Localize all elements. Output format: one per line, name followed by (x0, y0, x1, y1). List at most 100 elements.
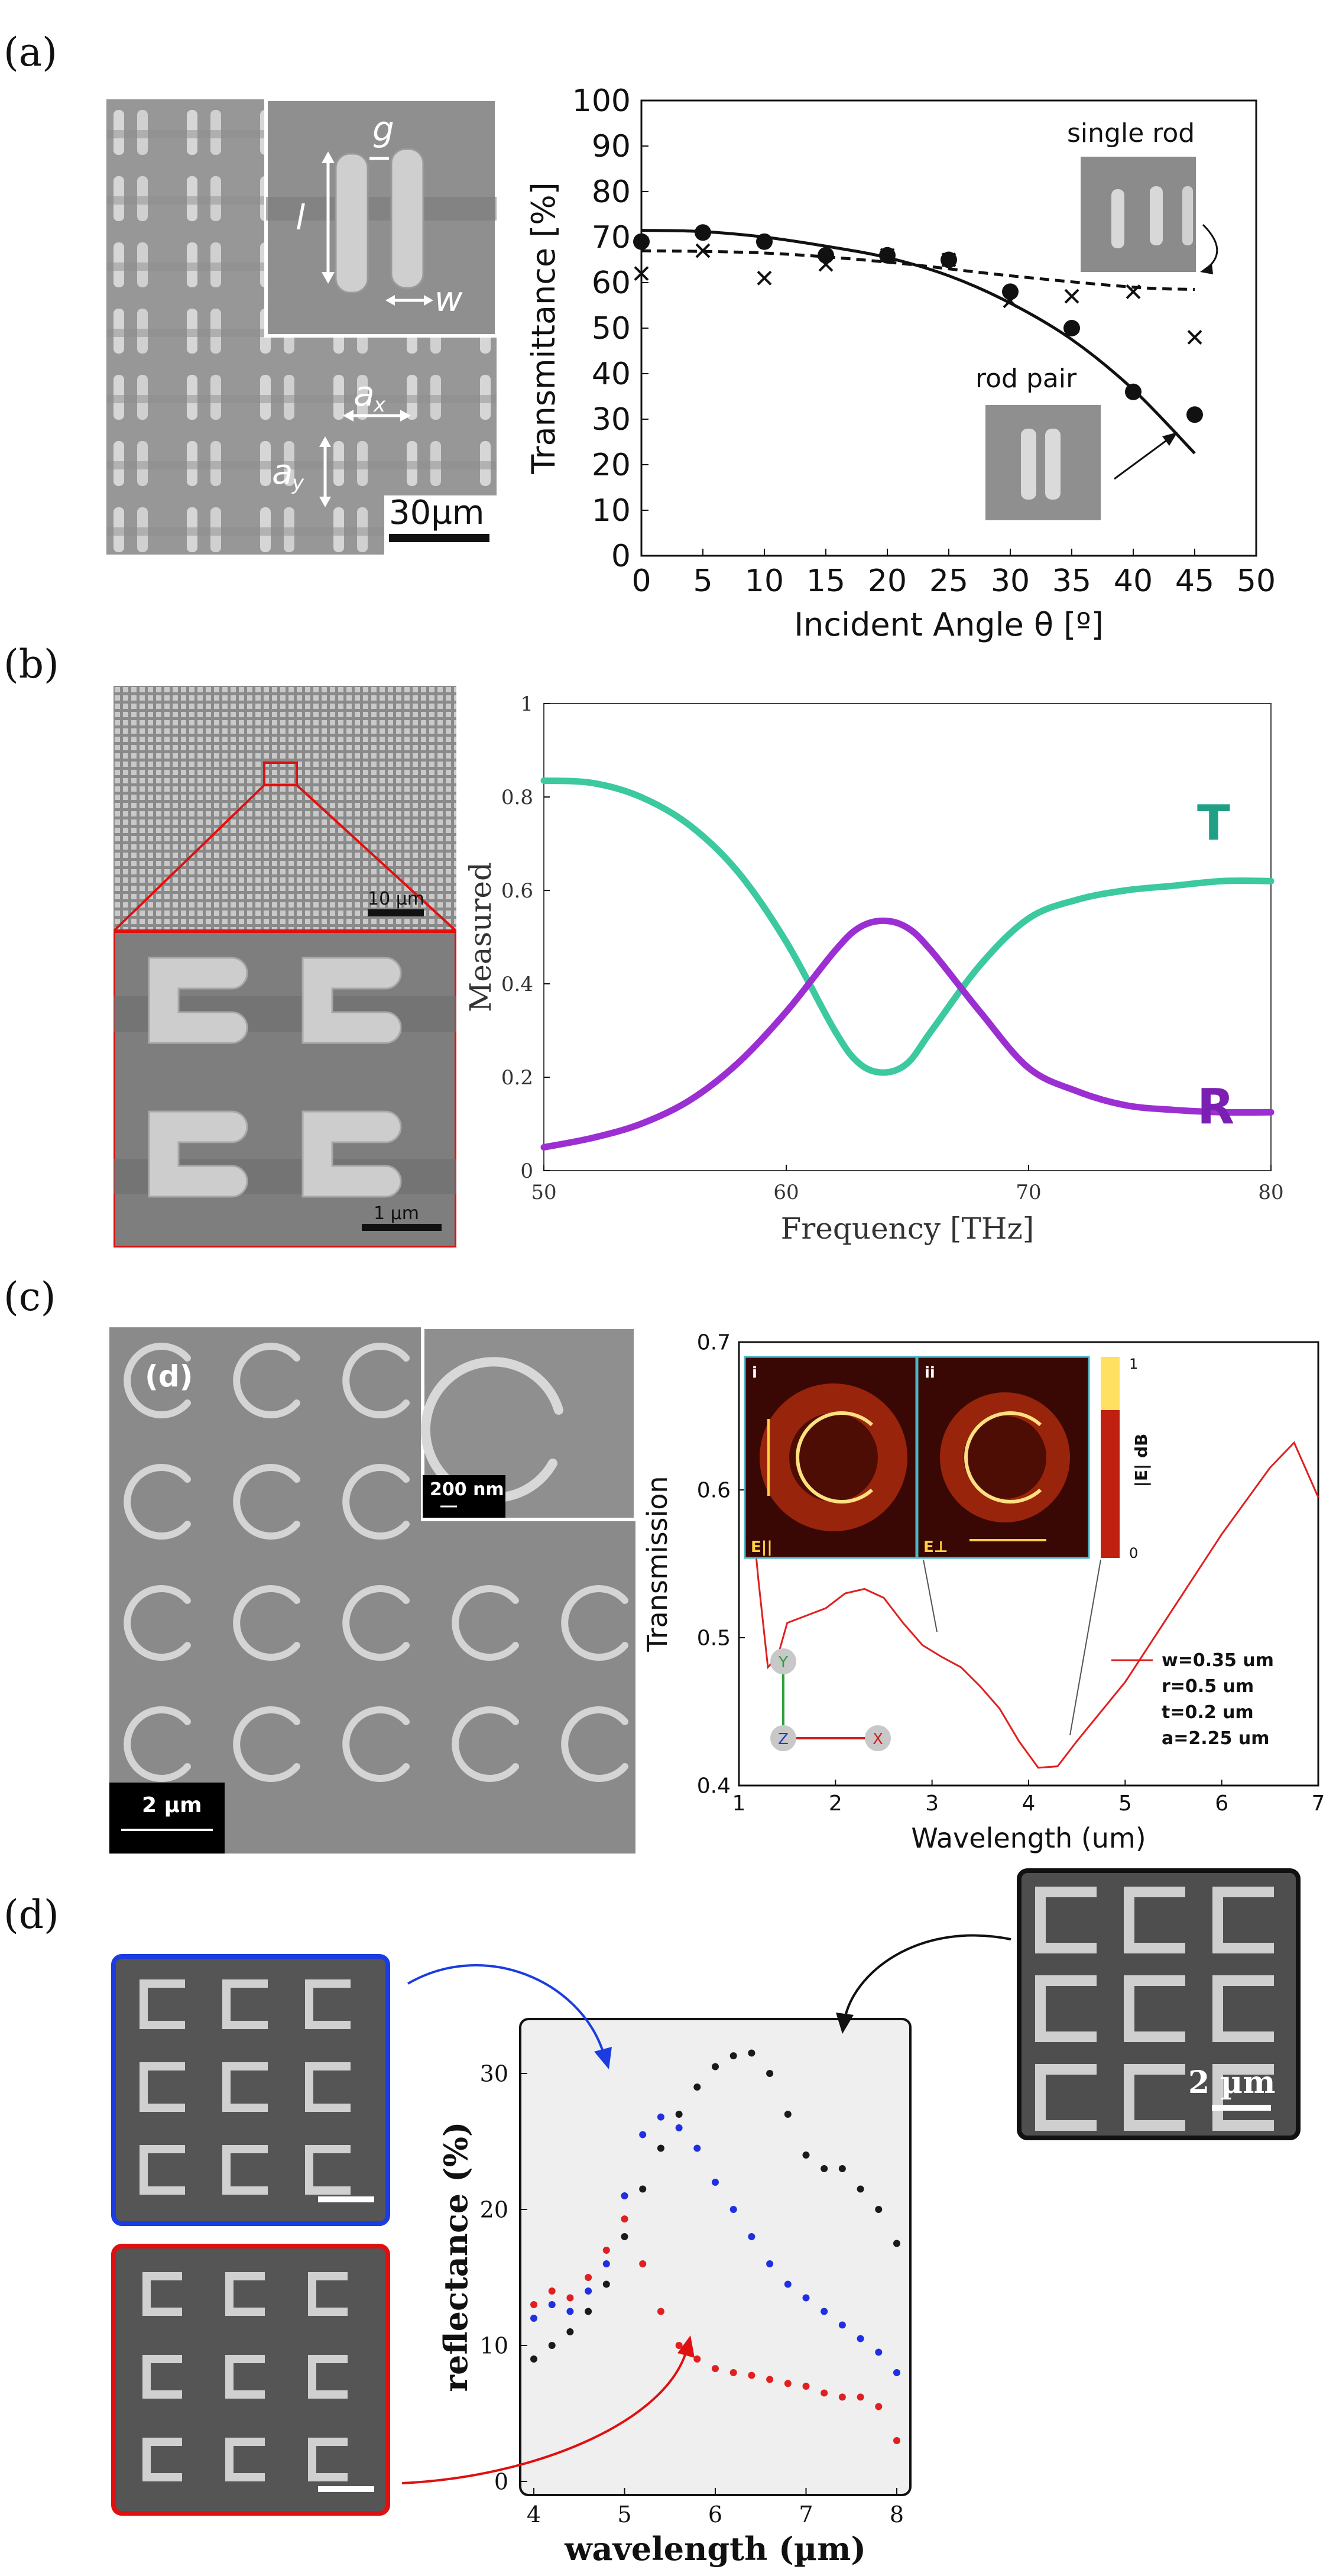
legend-R: R (1197, 1079, 1234, 1135)
x-tick-label: 10 (745, 563, 784, 599)
sem-a-l-label: l (296, 197, 305, 238)
reflectance-point (693, 2144, 701, 2152)
x-tick-label: 0 (631, 563, 651, 599)
inset-e-par: E|| (751, 1538, 773, 1556)
c-shape (140, 2145, 185, 2195)
annotation-single-rod: single rod (1067, 118, 1195, 148)
data-point-cross (1064, 289, 1079, 304)
reflectance-point (657, 2144, 664, 2152)
c-shape (140, 2062, 185, 2112)
sem-a-scale-label: 30µm (389, 494, 484, 532)
x-tick-label: 60 (773, 1181, 799, 1204)
sem-image-a: g l w a x a y 30µm (106, 99, 497, 555)
sem-a-ay-sub: y (291, 471, 304, 495)
cross-stroke (634, 266, 649, 281)
inset-e-perp: E⊥ (923, 1538, 948, 1556)
reflectance-point (657, 2113, 664, 2121)
sem-c-letter: (d) (145, 1359, 193, 1394)
cross-stroke (880, 248, 895, 263)
x-tick-label: 4 (1022, 1791, 1036, 1816)
c-shape (142, 2438, 182, 2481)
x-tick-label: 6 (1215, 1791, 1228, 1816)
reflectance-point (530, 2355, 538, 2363)
reflectance-point (657, 2308, 664, 2315)
fit-line-dashed (641, 249, 1195, 291)
sem-b-scale-top: 10 µm (368, 889, 424, 909)
y-tick-label: 0 (611, 539, 631, 574)
data-point-cross (1126, 284, 1141, 299)
data-point-circle (1063, 320, 1080, 336)
data-point-cross (634, 266, 649, 281)
cross-stroke (757, 270, 772, 286)
reflectance-point (675, 2111, 683, 2118)
y-tick-label: 50 (592, 311, 631, 346)
reflectance-point (857, 2335, 864, 2342)
y-tick-label: 70 (592, 220, 631, 255)
cross-stroke (941, 252, 956, 267)
reflectance-point (675, 2342, 683, 2349)
reflectance-point (875, 2403, 883, 2410)
y-tick-label: 1 (520, 692, 533, 716)
x-tick-label: 70 (1016, 1181, 1041, 1204)
y-tick-label: 20 (480, 2196, 508, 2222)
data-point-cross (695, 243, 711, 258)
reflectance-point (675, 2124, 683, 2131)
x-tick-label: 35 (1052, 563, 1091, 599)
x-tick-label: 20 (868, 563, 907, 599)
reflectance-point (729, 2052, 737, 2060)
sem-a-ay-label: a (272, 452, 293, 492)
reflectance-point (639, 2260, 647, 2267)
c-shape (1124, 1887, 1185, 1953)
reflectance-point (784, 2280, 792, 2288)
reflectance-point (875, 2348, 883, 2356)
split-ring (452, 1706, 519, 1782)
c-shape (1212, 1887, 1274, 1953)
c-shape (222, 1979, 268, 2029)
reflectance-point (602, 2247, 610, 2254)
reflectance-point (838, 2393, 846, 2401)
c-shape (305, 1979, 351, 2029)
reflectance-point (729, 2206, 737, 2213)
y-tick-label: 90 (592, 129, 631, 164)
c-shape (1124, 1975, 1185, 2042)
reflectance-point (639, 2131, 647, 2138)
reflectance-point (548, 2287, 556, 2295)
series-line-R (540, 917, 1275, 1151)
inset-i-label: i (752, 1364, 757, 1382)
sem-a-g-label: g (372, 109, 394, 149)
split-ring (124, 1343, 191, 1418)
sem-image-d-black: 2 µm (1017, 1868, 1301, 2140)
split-ring (452, 1585, 519, 1661)
reflectance-point (893, 2369, 900, 2376)
x-tick-label: 50 (1237, 563, 1276, 599)
c-shape (308, 2438, 348, 2481)
x-tick-label: 45 (1175, 563, 1214, 599)
split-ring (233, 1585, 300, 1661)
split-ring (124, 1706, 191, 1782)
c-shape (140, 1979, 185, 2029)
reflectance-point (729, 2369, 737, 2376)
x-tick-label: 15 (806, 563, 845, 599)
reflectance-point (838, 2321, 846, 2329)
inset-single-rod (1081, 157, 1196, 272)
c-shape (305, 2062, 351, 2112)
y-tick-label: 0.2 (501, 1066, 533, 1090)
reflectance-point (712, 2365, 719, 2373)
y-tick-label: 100 (572, 83, 631, 119)
c-shape (1212, 2064, 1274, 2131)
split-ring (342, 1585, 410, 1661)
y-tick-label: 0 (494, 2468, 508, 2494)
panel-label-d: (d) (4, 1892, 59, 1937)
x-tick-label: 50 (531, 1181, 556, 1204)
inset-rod-pair (985, 405, 1101, 520)
y-tick-label: 80 (592, 174, 631, 210)
colorbar-label: |E| dB (1131, 1434, 1151, 1488)
reflectance-point (821, 2308, 828, 2315)
sem-image-c: 200 nm (d) 2 µm (109, 1327, 635, 1854)
y-tick-label: 10 (480, 2332, 508, 2358)
data-point-circle (1186, 406, 1203, 423)
c-shape (308, 2355, 348, 2399)
cross-stroke (1003, 293, 1018, 309)
